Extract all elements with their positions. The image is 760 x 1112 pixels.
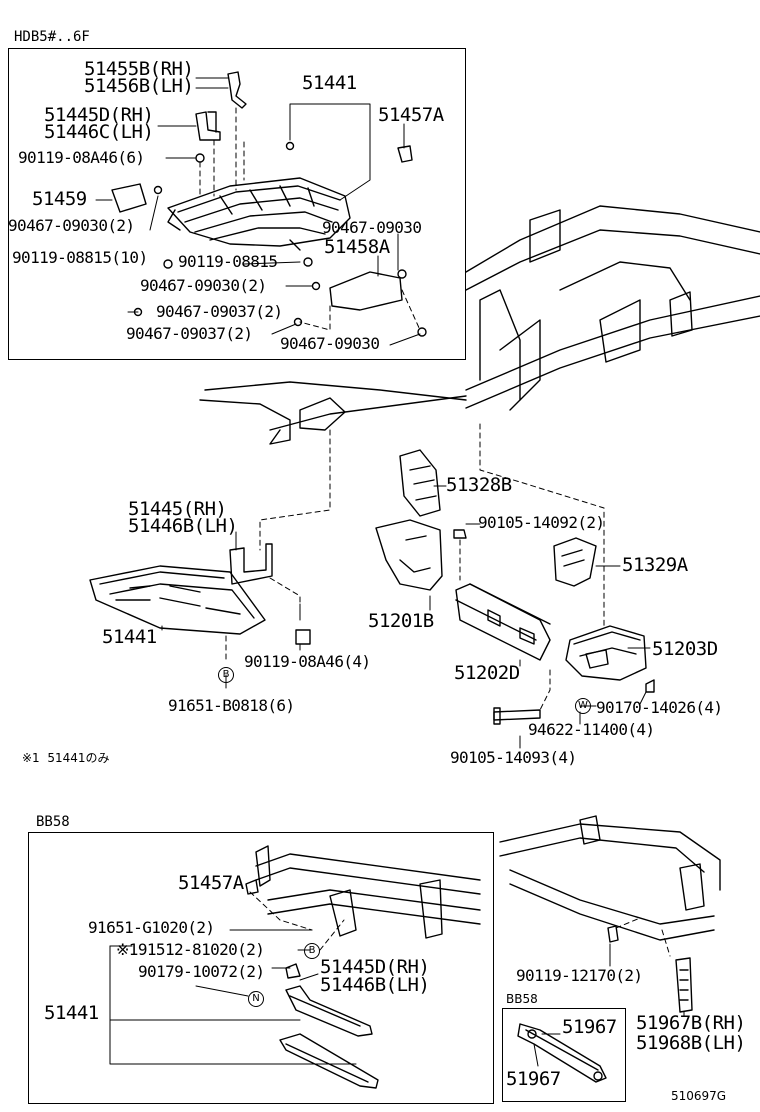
label-90170-14026: 90170-14026(4)	[596, 698, 723, 717]
label-51203d: 51203D	[652, 638, 718, 660]
label-90105-14093: 90105-14093(4)	[450, 748, 577, 767]
bottom-right-leaders	[609, 943, 685, 1017]
label-90467-09030-2a: 90467-09030(2)	[8, 216, 135, 235]
bottom-frame-art	[245, 845, 481, 1089]
inset-header: BB58	[506, 992, 538, 1006]
mid-dashed-guides	[225, 429, 331, 661]
inset-bracket-art	[517, 1023, 607, 1083]
top-under-cover-art	[167, 177, 351, 251]
label-51457a-top: 51457A	[378, 104, 444, 126]
top-leader-lines	[95, 77, 421, 346]
label-51445d-bottom: 51445D(RH)	[320, 956, 430, 978]
section-header-bottom: BB58	[36, 814, 70, 830]
label-90119-08a46-6: 90119-08A46(6)	[18, 148, 145, 167]
label-91651-b0818: 91651-B0818(6)	[168, 696, 295, 715]
label-51202d: 51202D	[454, 662, 520, 684]
inset-leaders	[533, 1033, 561, 1067]
label-51455b: 51455B(RH)	[84, 58, 194, 80]
label-51967-upper: 51967	[562, 1016, 617, 1038]
engine-mount-art	[375, 449, 655, 725]
bottom-detail-frame	[28, 832, 494, 1104]
mid-right-dashed	[459, 423, 605, 711]
label-90105-14092: 90105-14092(2)	[478, 513, 605, 532]
circle-mark-b-mid: B	[218, 667, 234, 683]
label-90179-10072: 90179-10072(2)	[138, 962, 265, 981]
label-90119-08815: 90119-08815	[178, 252, 278, 271]
top-detail-frame	[8, 48, 466, 360]
label-51446b-mid: 51446B(LH)	[128, 515, 238, 537]
label-90119-12170: 90119-12170(2)	[516, 966, 643, 985]
vehicle-frame-art	[199, 205, 760, 445]
label-51328b: 51328B	[446, 474, 512, 496]
label-51441-mid: 51441	[102, 626, 157, 648]
label-51441-bottom: 51441	[44, 1002, 99, 1024]
mid-skid-plate-art	[89, 543, 311, 645]
label-51329a: 51329A	[622, 554, 688, 576]
top-dashed-guides	[199, 107, 421, 331]
label-51445d-top: 51445D(RH)	[44, 104, 154, 126]
label-90119-08815-10: 90119-08815(10)	[12, 248, 148, 267]
label-51459: 51459	[32, 188, 87, 210]
label-51446c: 51446C(LH)	[44, 121, 154, 143]
label-90119-08a46-4: 90119-08A46(4)	[244, 652, 371, 671]
label-94622-11400: 94622-11400(4)	[528, 720, 655, 739]
inset-frame	[502, 1008, 626, 1102]
circle-mark-b-bottom: B	[304, 943, 320, 959]
bottom-right-chassis-art	[499, 815, 721, 1013]
top-brackets-art	[111, 71, 427, 337]
label-90467-09037-2b: 90467-09037(2)	[126, 324, 253, 343]
figure-code: 510697G	[671, 1089, 727, 1103]
label-90467-09030-a: 90467-09030	[322, 218, 422, 237]
bottom-right-dashed	[615, 917, 671, 957]
label-51456b: 51456B(LH)	[84, 75, 194, 97]
label-51446b-bottom: 51446B(LH)	[320, 974, 430, 996]
label-90467-09030-2b: 90467-09030(2)	[140, 276, 267, 295]
circle-mark-n-bottom: N	[248, 991, 264, 1007]
label-51967b: 51967B(RH)	[636, 1012, 746, 1034]
label-90467-09030-b: 90467-09030	[280, 334, 380, 353]
label-90467-09037-2a: 90467-09037(2)	[156, 302, 283, 321]
label-51441-top: 51441	[302, 72, 357, 94]
label-91512-81020: ※191512-81020(2)	[116, 940, 265, 959]
label-51458a: 51458A	[324, 236, 390, 258]
section-header-top: HDB5#..6F	[14, 29, 90, 45]
label-51457a-bottom: 51457A	[178, 872, 244, 894]
label-91651-g1020: 91651-G1020(2)	[88, 918, 215, 937]
bottom-leaders	[109, 929, 357, 1065]
label-51968b: 51968B(LH)	[636, 1032, 746, 1054]
label-51967-lower: 51967	[506, 1068, 561, 1090]
label-51445: 51445(RH)	[128, 498, 227, 520]
footnote: ※1 51441のみ	[22, 751, 110, 765]
label-51201b: 51201B	[368, 610, 434, 632]
circle-mark-w-mid: W	[575, 698, 591, 714]
bottom-dashed	[249, 891, 345, 951]
